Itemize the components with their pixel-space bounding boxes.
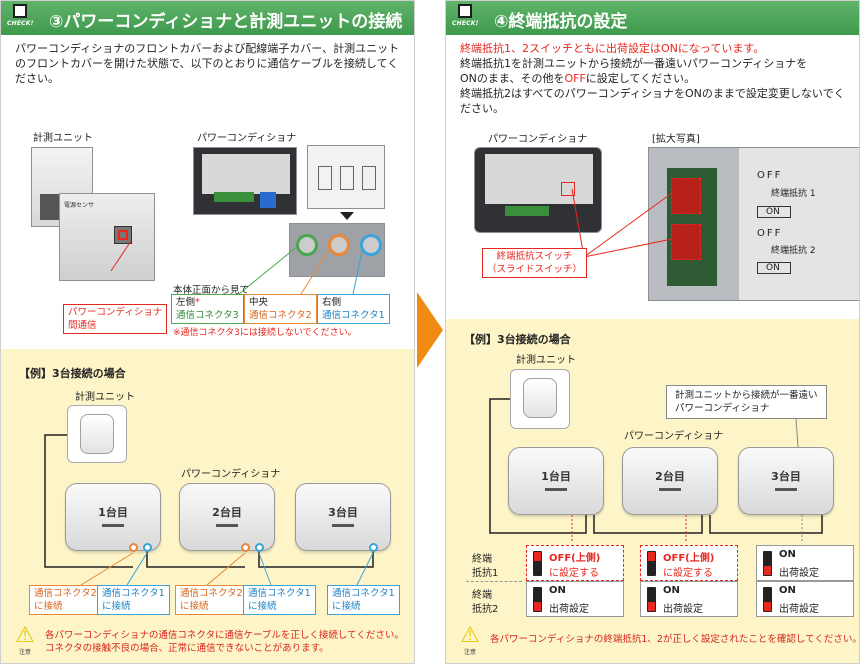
step3-conn-dot	[369, 543, 378, 552]
zoom-label: [拡大写真]	[652, 134, 700, 145]
pcs-label: パワーコンディショナ	[197, 133, 297, 144]
step3-meter-box	[67, 405, 127, 463]
connector3-tag: 左側* 通信コネクタ3	[171, 294, 244, 324]
connector-note: ※通信コネクタ3には接続しないでください。	[173, 328, 357, 338]
down-arrow-icon	[340, 212, 354, 220]
warning-icon: ⚠注意	[460, 623, 480, 657]
connector-diagram	[307, 145, 385, 209]
meter-unit-icon	[523, 378, 557, 418]
step3-conn-dot	[129, 543, 138, 552]
step4-pcs-photo	[474, 147, 602, 233]
step4-example-title: 【例】3台接続の場合	[464, 333, 571, 346]
step3-unit-2: 2台目	[179, 483, 275, 551]
meter-unit-label: 計測ユニット	[33, 133, 93, 144]
step4-example-area: 【例】3台接続の場合 計測ユニット 計測ユニットから接続が一番遠いパワーコンディ…	[446, 319, 860, 663]
step4-intro: 終端抵抗1、2スイッチともに出荷設定はONになっています。 終端抵抗1を計測ユニ…	[460, 42, 845, 115]
step3-unit-3: 3台目	[295, 483, 391, 551]
meter-unit-icon	[80, 414, 114, 454]
next-step-arrow-icon	[417, 292, 443, 368]
step3-header: CHECK! ③パワーコンディショナと計測ユニットの接続	[1, 1, 414, 35]
row-divider	[466, 581, 522, 582]
step3-example-meter-label: 計測ユニット	[75, 392, 135, 403]
pcs-comm-tag: パワーコンディショナ間通信	[63, 304, 168, 334]
step4-title: ④終端抵抗の設定	[494, 12, 628, 32]
switch-leader-lines	[571, 188, 673, 258]
connector-leader-lines	[110, 240, 364, 295]
step3-panel: CHECK! ③パワーコンディショナと計測ユニットの接続 パワーコンディショナの…	[0, 0, 415, 664]
step4-cable-lines	[489, 398, 823, 543]
pcs-inner-photo	[193, 147, 297, 215]
step4-example-pcs-label: パワーコンディショナ	[624, 431, 724, 442]
step3-conn-dot	[143, 543, 152, 552]
step3-conn-dot	[241, 543, 250, 552]
unit1-r1-switch: OFF(上側)に設定する	[526, 545, 624, 581]
warning-icon: ⚠注意	[15, 623, 35, 657]
zoom-photo: OFF 終端抵抗 1 ON OFF 終端抵抗 2 ON	[648, 147, 859, 301]
row-label-r2: 終端抵抗2	[472, 590, 499, 615]
step4-example-meter-label: 計測ユニット	[516, 355, 576, 366]
front-view-label: 本体正面から見て	[173, 285, 250, 296]
step4-header: CHECK! ④終端抵抗の設定	[446, 1, 859, 35]
step4-pcs-label: パワーコンディショナ	[488, 134, 588, 145]
farthest-callout: 計測ユニットから接続が一番遠いパワーコンディショナ	[666, 385, 827, 419]
meter-unit-inner-photo: 電源センサ	[59, 193, 155, 281]
step3-intro: パワーコンディショナのフロントカバーおよび配線端子カバー、計測ユニットのフロント…	[15, 42, 400, 85]
check-icon: CHECK!	[452, 4, 478, 32]
step3-warning: 各パワーコンディショナの通信コネクタに通信ケーブルを正しく接続してください。コネ…	[45, 630, 404, 654]
row-label-r1: 終端抵抗1	[472, 554, 499, 579]
step4-warning: 各パワーコンディショナの終端抵抗1、2が正しく設定されたことを確認してください。	[490, 634, 860, 645]
unit2-r1-switch: OFF(上側)に設定する	[640, 545, 738, 581]
step3-conn-dot	[255, 543, 264, 552]
step4-unit-1: 1台目	[508, 447, 604, 515]
step4-meter-box	[510, 369, 570, 429]
step3-cable-lines	[44, 434, 374, 586]
step3-example-area: 【例】3台接続の場合 計測ユニット パワーコンディショナ 1台目 2台目 3台目…	[1, 349, 414, 663]
step4-unit-2: 2台目	[622, 447, 718, 515]
step3-example-pcs-label: パワーコンディショナ	[181, 469, 281, 480]
step3-example-title: 【例】3台接続の場合	[19, 367, 126, 380]
switch-tag: 終端抵抗スイッチ（スライドスイッチ）	[482, 248, 588, 278]
step4-panel: CHECK! ④終端抵抗の設定 終端抵抗1、2スイッチともに出荷設定はONになっ…	[445, 0, 860, 664]
connector-closeup-photo	[289, 223, 385, 277]
connector2-tag: 中央 通信コネクタ2	[244, 294, 317, 324]
step3-title: ③パワーコンディショナと計測ユニットの接続	[49, 12, 403, 32]
connector1-tag: 右側 通信コネクタ1	[317, 294, 390, 324]
check-icon: CHECK!	[7, 4, 33, 32]
step3-unit-1: 1台目	[65, 483, 161, 551]
step4-unit-3: 3台目	[738, 447, 834, 515]
